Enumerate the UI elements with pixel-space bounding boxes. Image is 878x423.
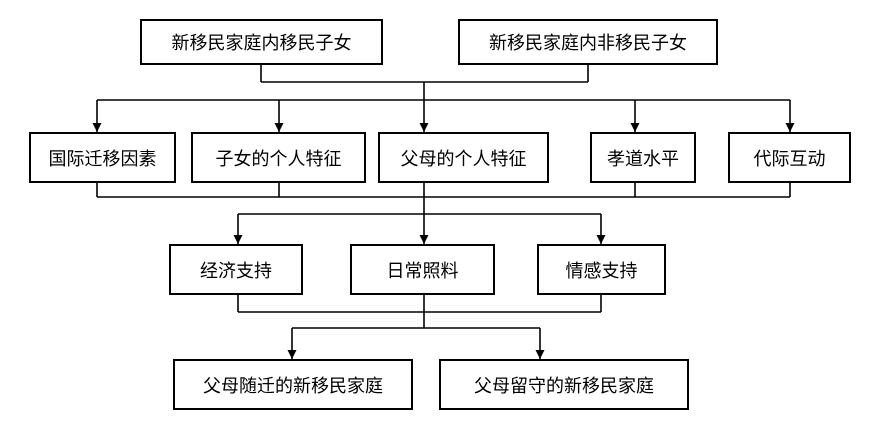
- box-filial-piety-level: 孝道水平: [590, 132, 696, 183]
- box-non-immigrant-children: 新移民家庭内非移民子女: [458, 19, 718, 65]
- box-intergenerational-interaction: 代际互动: [728, 132, 851, 183]
- box-parents-accompanying-families: 父母随迁的新移民家庭: [173, 359, 413, 410]
- box-international-migration-factors: 国际迁移因素: [29, 132, 176, 183]
- box-emotional-support: 情感支持: [537, 244, 666, 295]
- box-parents-personal-traits: 父母的个人特征: [378, 132, 549, 183]
- box-economic-support: 经济支持: [169, 244, 303, 295]
- box-daily-care: 日常照料: [350, 244, 495, 295]
- box-immigrant-children: 新移民家庭内移民子女: [140, 19, 383, 65]
- box-children-personal-traits: 子女的个人特征: [191, 132, 366, 183]
- box-parents-left-behind-families: 父母留守的新移民家庭: [439, 359, 689, 410]
